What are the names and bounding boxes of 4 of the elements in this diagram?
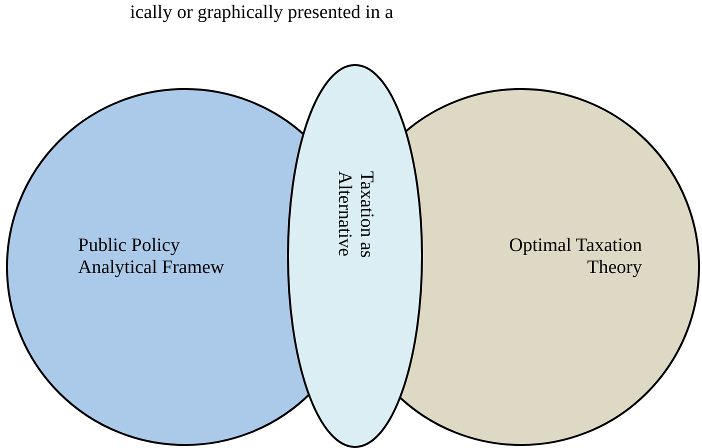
venn-label: Public Policy Analytical Framew xyxy=(78,235,226,279)
venn-label: Optimal Taxation Theory xyxy=(508,235,642,279)
venn-label: Taxation as Alternative xyxy=(333,171,377,260)
body-text: ically or graphically presented in a xyxy=(130,2,394,24)
